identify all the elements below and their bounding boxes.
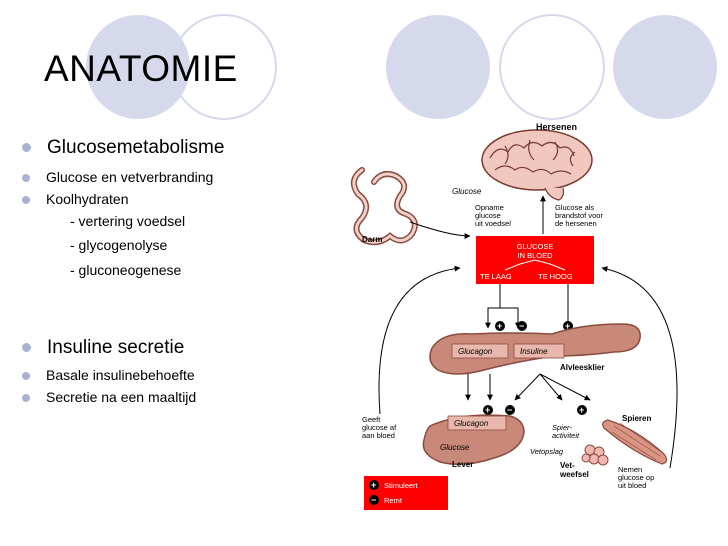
spieren-label: Spieren	[622, 414, 651, 423]
arrow	[539, 373, 563, 401]
bullet-text: Glucose en vetverbranding	[46, 169, 214, 185]
inhibit-icon	[369, 495, 379, 505]
bullet-item: Insuline secretie	[22, 337, 184, 359]
inhibit-icon	[517, 321, 527, 331]
geeft-label: Geeft glucose af aan bloed	[362, 415, 398, 440]
fat-tissue-icon	[581, 444, 609, 466]
stimulate-icon	[483, 405, 493, 415]
bullet-text: Glucosemetabolisme	[47, 137, 225, 158]
bullet-text: Basale insulinebehoefte	[46, 367, 195, 383]
vetweefsel-label: Vet- weefsel	[559, 461, 589, 479]
darm-label: Darm	[362, 235, 382, 244]
bullet-item: Glucose en vetverbranding	[22, 169, 213, 185]
svg-text:+: +	[371, 480, 376, 490]
stimulate-icon	[577, 405, 587, 415]
bullet-icon	[22, 196, 30, 205]
deco-circle	[499, 14, 605, 120]
arrow	[500, 307, 521, 329]
bullet-text: Koolhydraten	[46, 191, 129, 207]
svg-text:+: +	[497, 321, 502, 331]
stimulate-icon	[369, 480, 379, 490]
bullet-item: Glucosemetabolisme	[22, 137, 224, 159]
hersenen-label: Hersenen	[536, 122, 577, 132]
te-hoog-label: TE HOOG	[538, 272, 573, 281]
arrow	[539, 373, 591, 401]
page-title: ANATOMIE	[44, 48, 238, 89]
glucose-box-line: GLUCOSE	[517, 242, 554, 251]
svg-text:−: −	[519, 321, 524, 331]
svg-text:−: −	[371, 495, 376, 505]
lever-label: Lever	[452, 460, 473, 469]
deco-circle	[386, 15, 490, 119]
bullet-icon	[22, 143, 31, 153]
svg-text:+: +	[579, 405, 584, 415]
arrow	[601, 266, 678, 469]
legend-remt: Remt	[384, 496, 403, 505]
bullet-subitem: - gluconeogenese	[70, 262, 182, 278]
glucose-box-line: IN BLOED	[517, 251, 553, 260]
arrow	[514, 373, 541, 401]
arrow	[409, 221, 471, 239]
glucose-liver-label: Glucose	[440, 443, 470, 452]
insuline-label: Insuline	[520, 347, 548, 356]
muscle-icon	[602, 419, 668, 465]
glucose-als-label: Glucose als brandstof voor de hersenen	[555, 203, 605, 228]
bullet-text: Secretie na een maaltijd	[46, 389, 197, 405]
arrow	[485, 284, 501, 329]
alvleesklier-label: Alvleesklier	[560, 363, 604, 372]
arrow	[378, 265, 461, 415]
deco-circle	[171, 14, 277, 120]
stimulate-icon	[495, 321, 505, 331]
header-decoration	[86, 14, 717, 120]
bullet-icon	[22, 394, 30, 403]
te-laag-label: TE LAAG	[480, 272, 512, 281]
spieractiviteit-label: Spier- activiteit	[552, 423, 580, 440]
svg-text:+: +	[565, 321, 570, 331]
bullet-text: Insuline secretie	[47, 337, 185, 358]
glucagon-pancreas-label: Glucagon	[458, 347, 493, 356]
glucose-gut-label: Glucose	[452, 187, 482, 196]
opname-label: Opname glucose uit voedsel	[475, 203, 511, 228]
deco-circle	[86, 15, 190, 119]
bullet-item: Secretie na een maaltijd	[22, 389, 196, 405]
legend-stimuleert: Stimuleert	[384, 481, 419, 490]
nemen-label: Nemen glucose op uit bloed	[618, 465, 656, 490]
inhibit-icon	[505, 405, 515, 415]
svg-text:−: −	[507, 405, 512, 415]
bullet-icon	[22, 174, 30, 183]
bullet-icon	[22, 372, 30, 381]
svg-text:+: +	[485, 405, 490, 415]
bullet-item: Basale insulinebehoefte	[22, 367, 195, 383]
vetopslag-label: Vetopslag	[530, 447, 564, 456]
glucagon-liver-label: Glucagon	[454, 419, 489, 428]
bullet-item: Koolhydraten	[22, 191, 129, 207]
legend-box	[364, 476, 448, 510]
brain-icon	[481, 129, 593, 201]
bullet-subitem: - glycogenolyse	[70, 237, 168, 253]
deco-circle	[613, 15, 717, 119]
intestine-icon	[350, 167, 418, 246]
bullet-subitem: - vertering voedsel	[70, 213, 186, 229]
bullet-icon	[22, 343, 31, 353]
glucose-metabolism-diagram: Hersenen Glucose Darm Opname glucose uit…	[350, 122, 678, 510]
